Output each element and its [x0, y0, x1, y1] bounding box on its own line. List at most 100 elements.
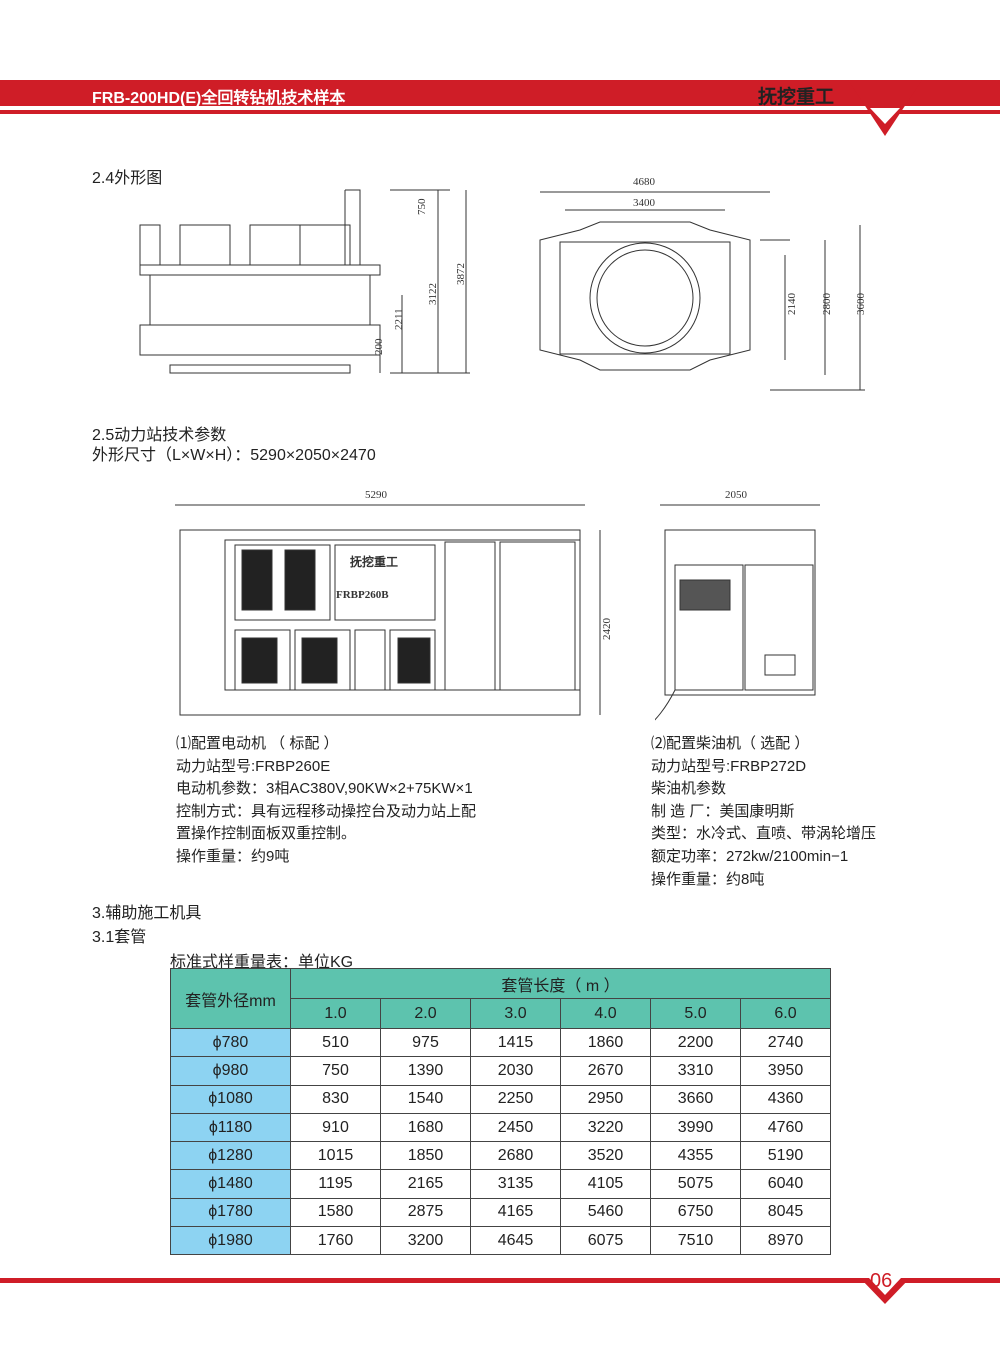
config-line: 电动机参数：3相AC380V,90KW×2+75KW×1 [176, 780, 473, 798]
diameter-cell: ϕ980 [170, 1056, 291, 1086]
weight-cell: 2950 [560, 1084, 651, 1114]
weight-cell: 1015 [290, 1141, 381, 1171]
weight-cell: 1415 [470, 1027, 561, 1058]
diameter-cell: ϕ1180 [170, 1112, 291, 1143]
weight-cell: 5460 [560, 1197, 651, 1228]
header-length-5.0: 5.0 [650, 998, 741, 1029]
weight-cell: 8970 [740, 1226, 831, 1256]
config-line: 制 造 厂：美国康明斯 [651, 802, 795, 820]
config-line: 操作重量：约9吨 [176, 847, 290, 865]
weight-cell: 2670 [560, 1056, 651, 1086]
power-station-side-drawing: 2050 [655, 489, 820, 721]
power-station-front-drawing: 5290 2420 抚挖重工 FRBP260B [175, 489, 613, 716]
footer-chevron [860, 1278, 910, 1304]
weight-cell: 4760 [740, 1112, 831, 1143]
header-line [0, 110, 1000, 114]
dim-label: 750 [416, 198, 428, 215]
weight-cell: 1680 [380, 1112, 471, 1143]
weight-cell: 3200 [380, 1226, 471, 1256]
weight-cell: 3135 [470, 1169, 561, 1199]
weight-cell: 6075 [560, 1226, 651, 1256]
diameter-cell: ϕ1980 [170, 1226, 291, 1256]
weight-cell: 3950 [740, 1056, 831, 1086]
dim-label: 2140 [786, 293, 798, 316]
weight-cell: 975 [380, 1027, 471, 1058]
header-length-1.0: 1.0 [290, 998, 381, 1029]
weight-cell: 5075 [650, 1169, 741, 1199]
config-line: 置操作控制面板双重控制。 [176, 825, 357, 843]
dim-label: 5290 [365, 489, 388, 501]
config-line: 控制方式：具有远程移动操控台及动力站上配 [176, 802, 477, 820]
weight-cell: 3660 [650, 1084, 741, 1114]
weight-cell: 8045 [740, 1197, 831, 1228]
weight-cell: 1540 [380, 1084, 471, 1114]
dim-label: 2800 [821, 293, 833, 316]
header-length-group: 套管长度（ m ） [290, 968, 831, 999]
header-chevron [848, 80, 922, 136]
weight-cell: 2165 [380, 1169, 471, 1199]
weight-cell: 2680 [470, 1141, 561, 1171]
header-length-4.0: 4.0 [560, 998, 651, 1029]
diameter-cell: ϕ1080 [170, 1084, 291, 1114]
power-station-size: 外形尺寸（L×W×H）：5290×2050×2470 [92, 447, 376, 464]
weight-cell: 2250 [470, 1084, 561, 1114]
weight-cell: 5190 [740, 1141, 831, 1171]
weight-cell: 750 [290, 1056, 381, 1086]
dim-label: 2211 [393, 308, 405, 330]
diameter-cell: ϕ1280 [170, 1141, 291, 1171]
dim-label: 3600 [855, 293, 867, 316]
section-2-4-title: 2.4外形图 [92, 170, 163, 187]
weight-cell: 2200 [650, 1027, 741, 1058]
weight-cell: 1580 [290, 1197, 381, 1228]
brand-logo: 抚挖重工 [758, 87, 835, 108]
weight-cell: 1860 [560, 1027, 651, 1058]
rig-top-view-drawing: 4680 3400 2140 2800 3600 [539, 176, 867, 391]
weight-cell: 3990 [650, 1112, 741, 1143]
dim-label: 2050 [725, 489, 748, 501]
weight-cell: 2875 [380, 1197, 471, 1228]
section-3-1-title: 3.1套管 [92, 929, 147, 946]
header-length-2.0: 2.0 [380, 998, 471, 1029]
diesel-engine-config: ⑵配置柴油机（ 选配 ） 动力站型号:FRBP272D 柴油机参数 制 造 厂：… [651, 733, 876, 891]
config-line: 动力站型号:FRBP272D [651, 757, 807, 775]
config-line: 柴油机参数 [651, 780, 727, 798]
config-line: 操作重量：约8吨 [651, 870, 765, 888]
weight-cell: 1850 [380, 1141, 471, 1171]
dim-label: 4680 [633, 176, 656, 188]
weight-cell: 3310 [650, 1056, 741, 1086]
weight-cell: 4360 [740, 1084, 831, 1114]
config-line: 动力站型号:FRBP260E [176, 757, 331, 775]
diameter-cell: ϕ1780 [170, 1197, 291, 1228]
weight-cell: 7510 [650, 1226, 741, 1256]
weight-cell: 910 [290, 1112, 381, 1143]
config-line: ⑵配置柴油机（ 选配 ） [651, 735, 810, 752]
config-line: 额定功率：272kw/2100min−1 [651, 847, 849, 865]
weight-cell: 4355 [650, 1141, 741, 1171]
electric-motor-config: ⑴配置电动机 （ 标配 ） 动力站型号:FRBP260E 电动机参数：3相AC3… [176, 733, 476, 869]
weight-cell: 1390 [380, 1056, 471, 1086]
table-caption: 标准式样重量表：单位KG [170, 954, 354, 971]
document-title: FRB-200HD(E)全回转钻机技术样本 [92, 90, 346, 107]
weight-cell: 1760 [290, 1226, 381, 1256]
weight-cell: 830 [290, 1084, 381, 1114]
config-line: 类型：水冷式、直喷、带涡轮增压 [651, 825, 877, 843]
weight-cell: 6040 [740, 1169, 831, 1199]
header-diameter: 套管外径mm [170, 968, 291, 1029]
weight-cell: 6750 [650, 1197, 741, 1228]
diameter-cell: ϕ780 [170, 1027, 291, 1058]
weight-cell: 510 [290, 1027, 381, 1058]
section-2-5-title: 2.5动力站技术参数 [92, 427, 227, 444]
weight-cell: 3520 [560, 1141, 651, 1171]
weight-cell: 4645 [470, 1226, 561, 1256]
diameter-cell: ϕ1480 [170, 1169, 291, 1199]
dim-label: 3872 [455, 263, 467, 285]
